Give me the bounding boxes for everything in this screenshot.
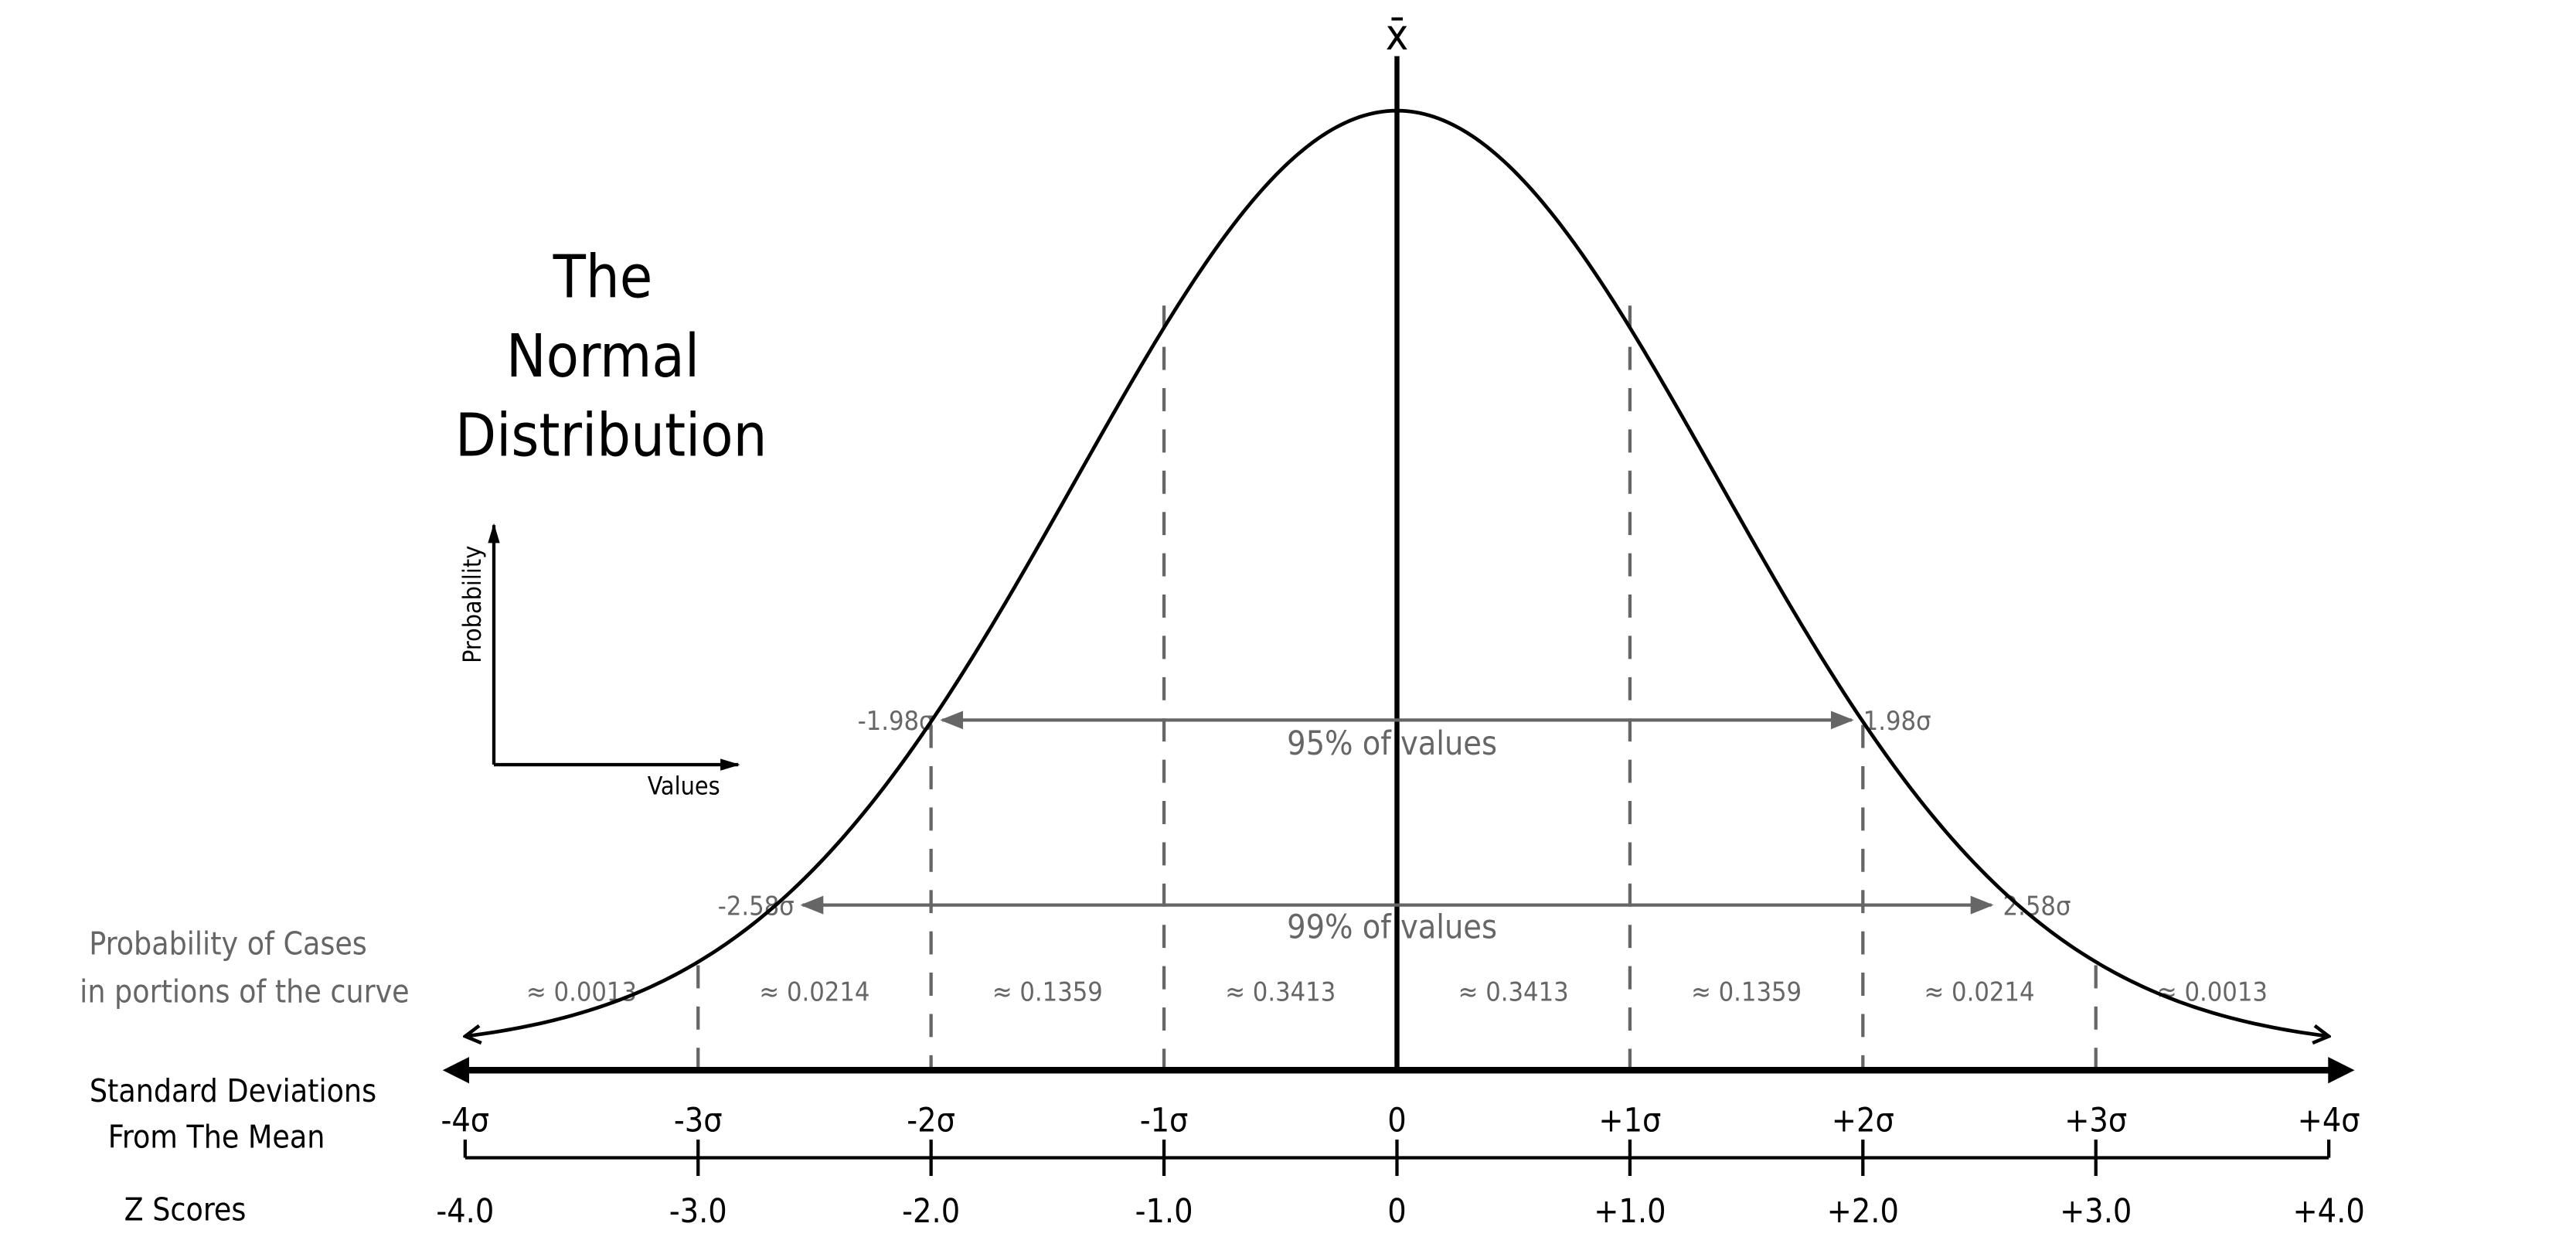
z-score-tick-label: +2.0: [1827, 1192, 1899, 1231]
sigma-tick-label: -1σ: [1140, 1101, 1189, 1140]
main-axis-left-arrowhead: [442, 1057, 469, 1084]
z-score-tick-label: -4.0: [436, 1192, 494, 1231]
std-dev-label-1: Standard Deviations: [90, 1072, 376, 1109]
ci99-right-label: 2.58σ: [2003, 891, 2071, 922]
title-line-3: Distribution: [455, 402, 767, 471]
z-score-tick-label: -1.0: [1135, 1192, 1193, 1231]
z-score-tick-label: -3.0: [669, 1192, 727, 1231]
sigma-tick-label: -4σ: [441, 1101, 489, 1140]
sigma-tick-label: +4σ: [2298, 1101, 2360, 1140]
mean-symbol: x̄: [1386, 10, 1409, 60]
portion-probability-label: ≈ 0.3413: [1225, 977, 1336, 1008]
sigma-tick-label: +1σ: [1598, 1101, 1661, 1140]
ci99-label: 99% of values: [1287, 908, 1497, 946]
portion-probability-label: ≈ 0.1359: [992, 977, 1103, 1008]
z-score-tick-label: +4.0: [2292, 1192, 2364, 1231]
ci99-left-label: -2.58σ: [718, 891, 795, 922]
title-line-1: The: [553, 244, 653, 312]
portion-probability-label: ≈ 0.0214: [759, 977, 869, 1008]
main-axis-right-arrowhead: [2328, 1057, 2355, 1084]
z-score-tick-label: 0: [1387, 1192, 1406, 1231]
ci95-label: 95% of values: [1287, 724, 1497, 763]
z-score-tick-label: +3.0: [2060, 1192, 2132, 1231]
portion-probability-label: ≈ 0.1359: [1691, 977, 1802, 1008]
sigma-tick-label: +2σ: [1832, 1101, 1894, 1140]
sigma-tick-label: +3σ: [2064, 1101, 2127, 1140]
portion-probability-label: ≈ 0.0013: [2157, 977, 2268, 1008]
z-score-bracket: [463, 1139, 2331, 1176]
probability-cases-label-2: in portions of the curve: [80, 973, 409, 1010]
z-score-tick-label: +1.0: [1594, 1192, 1666, 1231]
z-scores-label: Z Scores: [124, 1191, 247, 1228]
std-dev-label-2: From The Mean: [108, 1119, 325, 1156]
legend-x-label: Values: [648, 772, 720, 801]
normal-curve: [465, 108, 2329, 1036]
title-line-2: Normal: [506, 322, 699, 391]
portion-probability-label: ≈ 0.0013: [526, 977, 637, 1008]
z-score-tick-label: -2.0: [902, 1192, 960, 1231]
sigma-tick-label: -2σ: [907, 1101, 955, 1140]
ci95-right-label: 1.98σ: [1863, 706, 1931, 737]
ci95-left-label: -1.98σ: [858, 706, 934, 737]
legend-y-label: Probability: [458, 546, 487, 663]
sigma-tick-label: -3σ: [674, 1101, 723, 1140]
probability-cases-label-1: Probability of Cases: [89, 925, 367, 963]
portion-probability-label: ≈ 0.0214: [1924, 977, 2035, 1008]
sigma-tick-label: 0: [1387, 1101, 1406, 1140]
portion-probability-label: ≈ 0.3413: [1458, 977, 1569, 1008]
